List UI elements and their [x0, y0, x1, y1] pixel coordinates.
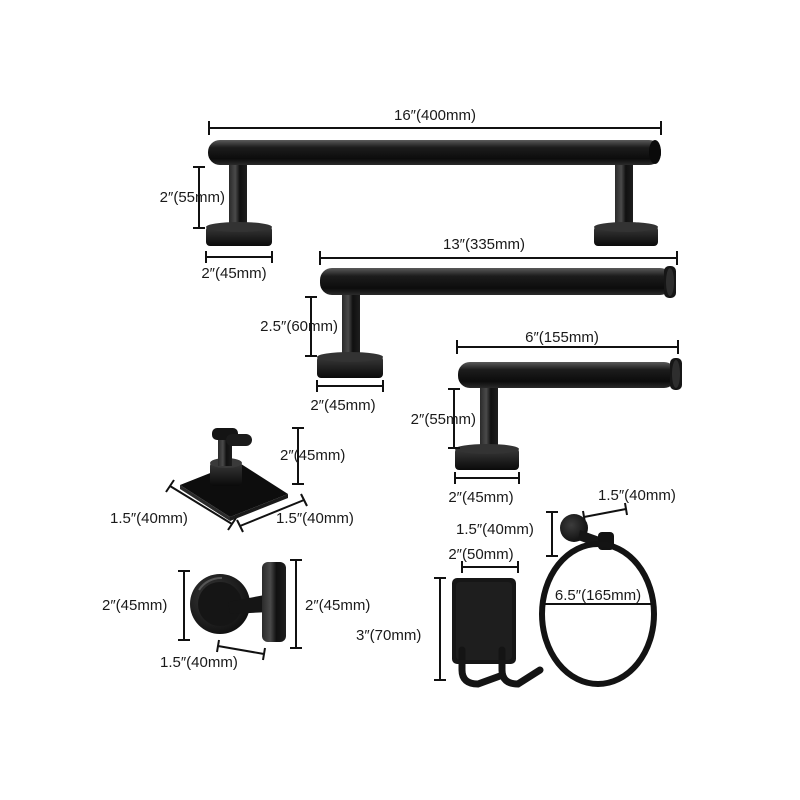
dimension-line — [316, 380, 384, 392]
dimension-line — [461, 561, 519, 573]
towel-ring: 1.5″(40mm) 1.5″(40mm) 6.5″(165mm) — [456, 487, 676, 687]
bar-rod — [320, 268, 672, 295]
hook-arm — [226, 434, 252, 446]
adhesive-hook-height-label: 2″(45mm) — [280, 447, 345, 464]
paper-holder-base-label: 2″(45mm) — [448, 489, 513, 506]
post — [615, 160, 633, 230]
robe-hook: 2″(45mm) 2″(45mm) 1.5″(40mm) — [102, 559, 370, 671]
towel-bar-16-height-label: 2″(55mm) — [160, 189, 225, 206]
dimension-line — [205, 251, 273, 263]
dimension-line — [448, 388, 460, 449]
dimension-line — [319, 251, 678, 265]
hook-prong — [458, 646, 504, 688]
double-hook-height-label: 3″(70mm) — [356, 627, 421, 644]
post — [229, 160, 247, 230]
adhesive-hook-width-label: 1.5″(40mm) — [110, 510, 188, 527]
dimension-line — [236, 493, 308, 533]
base-disc — [206, 222, 272, 246]
dimension-line — [454, 472, 520, 484]
ring — [539, 541, 657, 687]
paper-holder-height-label: 2″(55mm) — [411, 411, 476, 428]
dimension-line — [216, 639, 266, 661]
hook-prong — [498, 646, 544, 688]
towel-bar-13-base-label: 2″(45mm) — [310, 397, 375, 414]
dimension-line — [582, 502, 628, 524]
dimension-line — [546, 511, 558, 557]
dimension-line — [178, 570, 190, 641]
towel-bar-16-base-label: 2″(45mm) — [201, 265, 266, 282]
holder-rod — [458, 362, 676, 388]
dimension-line — [165, 479, 237, 531]
dimension-line — [543, 597, 655, 611]
towel-ring-depth-label: 1.5″(40mm) — [598, 487, 676, 504]
dimension-line — [193, 166, 205, 229]
towel-ring-mount-label: 1.5″(40mm) — [456, 521, 534, 538]
towel-ring-diameter-label: 6.5″(165mm) — [555, 587, 641, 604]
adhesive-hook: 2″(45mm) 1.5″(40mm) 1.5″(40mm) — [110, 427, 354, 533]
robe-hook-height-label: 2″(45mm) — [305, 597, 370, 614]
towel-bar-16: 16″(400mm) 2″(55mm) 2″(45mm) — [160, 107, 662, 282]
towel-bar-16-length-label: 16″(400mm) — [394, 107, 476, 124]
dimension-line — [456, 340, 679, 354]
towel-bar-13-length-label: 13″(335mm) — [443, 236, 525, 253]
towel-bar-13: 13″(335mm) 2.5″(60mm) 2″(45mm) — [260, 236, 678, 414]
dimension-line — [208, 121, 662, 135]
adhesive-hook-depth-label: 1.5″(40mm) — [276, 510, 354, 527]
double-hook: 2″(50mm) 3″(70mm) — [356, 546, 544, 688]
towel-bar-13-height-label: 2.5″(60mm) — [260, 318, 338, 335]
post — [342, 290, 360, 360]
dimension-line — [434, 577, 446, 681]
base-disc — [455, 444, 519, 470]
robe-hook-base-label: 2″(45mm) — [102, 597, 167, 614]
paper-holder: 6″(155mm) 2″(55mm) 2″(45mm) — [411, 329, 682, 506]
dimension-line — [290, 559, 302, 649]
double-hook-width-label: 2″(50mm) — [448, 546, 513, 563]
dimension-line — [305, 296, 317, 357]
post — [480, 380, 498, 452]
hook-post — [262, 562, 286, 642]
adhesive-plate — [180, 462, 288, 517]
base-disc — [594, 222, 658, 246]
bar-rod — [208, 140, 661, 165]
robe-hook-depth-label: 1.5″(40mm) — [160, 654, 238, 671]
dimension-line — [292, 427, 304, 485]
paper-holder-length-label: 6″(155mm) — [525, 329, 599, 346]
base-disc — [317, 352, 383, 378]
